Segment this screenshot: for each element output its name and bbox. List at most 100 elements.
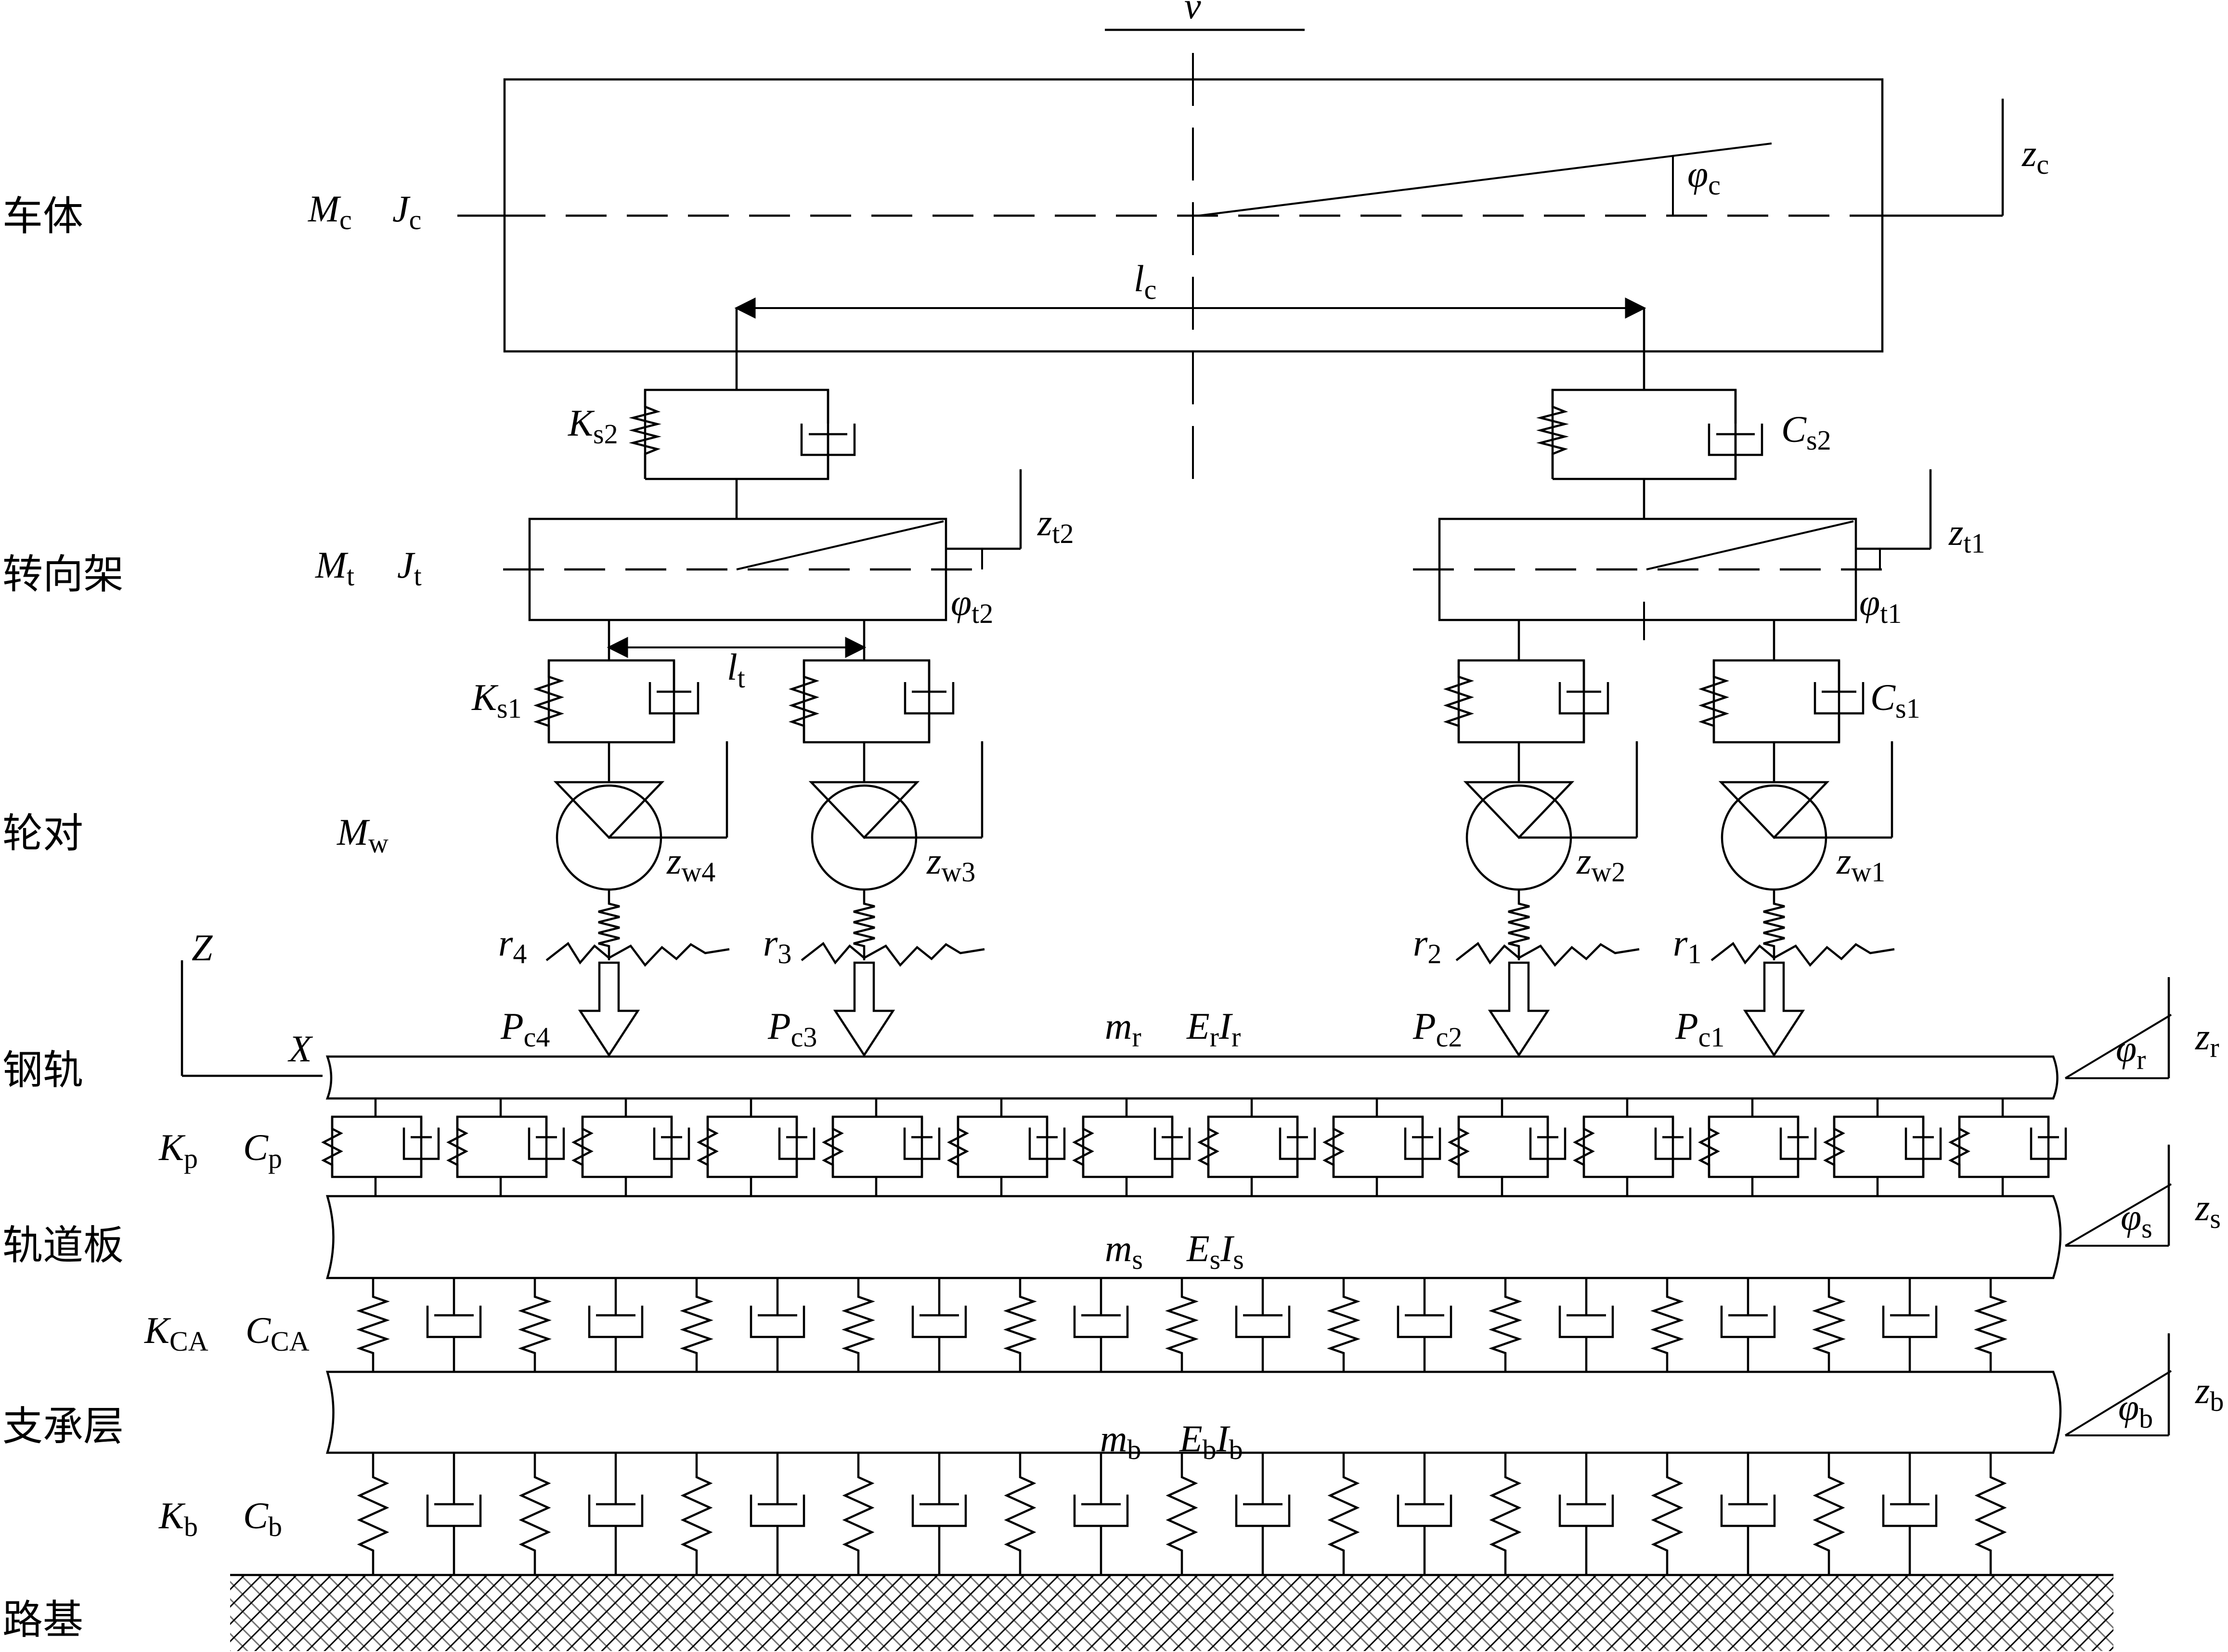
svg-text:lc: lc [1134, 258, 1156, 305]
subgrade-ground [230, 1574, 2113, 1651]
svg-text:φs: φs [2121, 1196, 2152, 1244]
label-bogie-mass: Mt [315, 544, 354, 592]
label-primary-damping: Cs1 [1870, 676, 1920, 724]
wheelsets [545, 741, 1895, 1058]
spring [518, 1278, 552, 1372]
irregularity-right [863, 943, 985, 967]
layer-label-base: 支承层 [2, 1403, 124, 1450]
layer-label-subgrade: 路基 [2, 1596, 83, 1643]
primary-suspension-unit [533, 620, 699, 782]
label-ca-stiffness: KCA [144, 1309, 208, 1357]
spring [1823, 1117, 1845, 1177]
label-irregularity-4: r4 [498, 922, 527, 969]
rail-fasteners [321, 1098, 2067, 1196]
svg-text:φt2: φt2 [951, 581, 993, 629]
fastener-pad [1322, 1098, 1441, 1196]
svg-text:ms: ms [1105, 1227, 1143, 1275]
pad-frame [1833, 1115, 1925, 1178]
svg-text:EbIb: EbIb [1179, 1418, 1243, 1465]
svg-text:mr: mr [1105, 1005, 1141, 1053]
fastener-pad [822, 1098, 941, 1196]
layer-label-car: 车体 [2, 193, 83, 240]
label-contact-force-1: Pc1 [1675, 1005, 1724, 1053]
label-base-mass: mb [1100, 1418, 1141, 1465]
label-bogie-pitch-2: φt2 [951, 581, 993, 629]
label-car-length: lc [1134, 258, 1156, 305]
spring [842, 1453, 875, 1575]
label-slab-rotation: φs [2121, 1196, 2152, 1244]
suspension-frame [803, 659, 931, 744]
svg-text:Pc2: Pc2 [1412, 1005, 1462, 1053]
label-wheel-disp-1: zw1 [1836, 840, 1885, 888]
label-contact-force-2: Pc2 [1412, 1005, 1462, 1053]
svg-text:zc: zc [2021, 132, 2049, 180]
spring [1812, 1278, 1846, 1372]
svg-text:Pc3: Pc3 [767, 1005, 817, 1053]
irregularity-left [1455, 942, 1520, 965]
label-wheel-disp-4: zw4 [666, 840, 715, 888]
label-car-pitch: φc [1687, 153, 1721, 201]
irregularity-right [1773, 943, 1895, 967]
svg-text:Mt: Mt [315, 544, 354, 592]
svg-text:ErIr: ErIr [1186, 1005, 1241, 1053]
label-rail-mass: mr [1105, 1005, 1141, 1053]
pad-frame [331, 1115, 423, 1178]
label-wheel-mass: Mw [337, 811, 389, 859]
spring [1327, 1453, 1360, 1575]
subgrade-support [357, 1453, 2007, 1575]
contact-force-arrow [1743, 961, 1805, 1058]
spring [1974, 1278, 2008, 1372]
label-rail-disp: zr [2195, 1016, 2219, 1063]
pad-frame [831, 1115, 923, 1178]
fastener-pad [697, 1098, 816, 1196]
svg-text:zb: zb [2195, 1369, 2224, 1417]
svg-text:CCA: CCA [246, 1309, 310, 1357]
pad-frame [1207, 1115, 1299, 1178]
svg-text:r4: r4 [498, 922, 527, 969]
label-bogie-inertia: Jt [397, 544, 422, 592]
label-bogie-disp-2: zt2 [1037, 502, 1074, 549]
primary-suspensions [533, 620, 1865, 782]
wheelset-unit [1455, 741, 1640, 1058]
pad-frame [581, 1115, 673, 1178]
svg-text:Cb: Cb [243, 1495, 282, 1542]
spring [533, 660, 564, 742]
label-slab-bending-stiffness: EsIs [1186, 1227, 1244, 1275]
suspension-frame [547, 659, 675, 744]
spring [1166, 1453, 1198, 1575]
car-body [457, 78, 2004, 353]
suspension-frame [1457, 659, 1585, 744]
primary-suspension-unit [789, 620, 955, 782]
svg-text:r2: r2 [1413, 922, 1441, 969]
label-fastener-stiffness: Kp [158, 1126, 198, 1174]
svg-text:Cp: Cp [243, 1126, 282, 1174]
spring [1443, 660, 1474, 742]
spring [1165, 1278, 1199, 1372]
svg-text:Jt: Jt [397, 544, 422, 592]
svg-text:zt1: zt1 [1948, 511, 1985, 559]
svg-text:Cs2: Cs2 [1781, 408, 1831, 456]
svg-text:zs: zs [2195, 1187, 2221, 1234]
spring [1489, 1453, 1522, 1575]
svg-text:Mc: Mc [308, 188, 352, 235]
label-base-rotation: φb [2118, 1386, 2153, 1434]
label-base-bending-stiffness: EbIb [1179, 1418, 1243, 1465]
svg-text:Cs1: Cs1 [1870, 676, 1920, 724]
spring [1763, 890, 1785, 960]
pad-frame [957, 1115, 1049, 1178]
spring [789, 660, 819, 742]
pad-frame [1708, 1115, 1800, 1178]
label-bogie-pitch-1: φt1 [1859, 581, 1902, 629]
label-bogie-length: lt [727, 646, 745, 694]
wheelset-unit [801, 741, 985, 1058]
spring [321, 1117, 343, 1177]
spring [1003, 1278, 1037, 1372]
label-primary-stiffness: Ks1 [471, 676, 522, 724]
svg-text:zw4: zw4 [666, 840, 715, 888]
axis-label-x: X [287, 1028, 313, 1070]
label-contact-force-3: Pc3 [767, 1005, 817, 1053]
svg-text:Pc4: Pc4 [500, 1005, 550, 1053]
label-wheel-disp-2: zw2 [1576, 840, 1625, 888]
label-rail-rotation: φr [2116, 1028, 2146, 1075]
svg-text:zw1: zw1 [1836, 840, 1885, 888]
